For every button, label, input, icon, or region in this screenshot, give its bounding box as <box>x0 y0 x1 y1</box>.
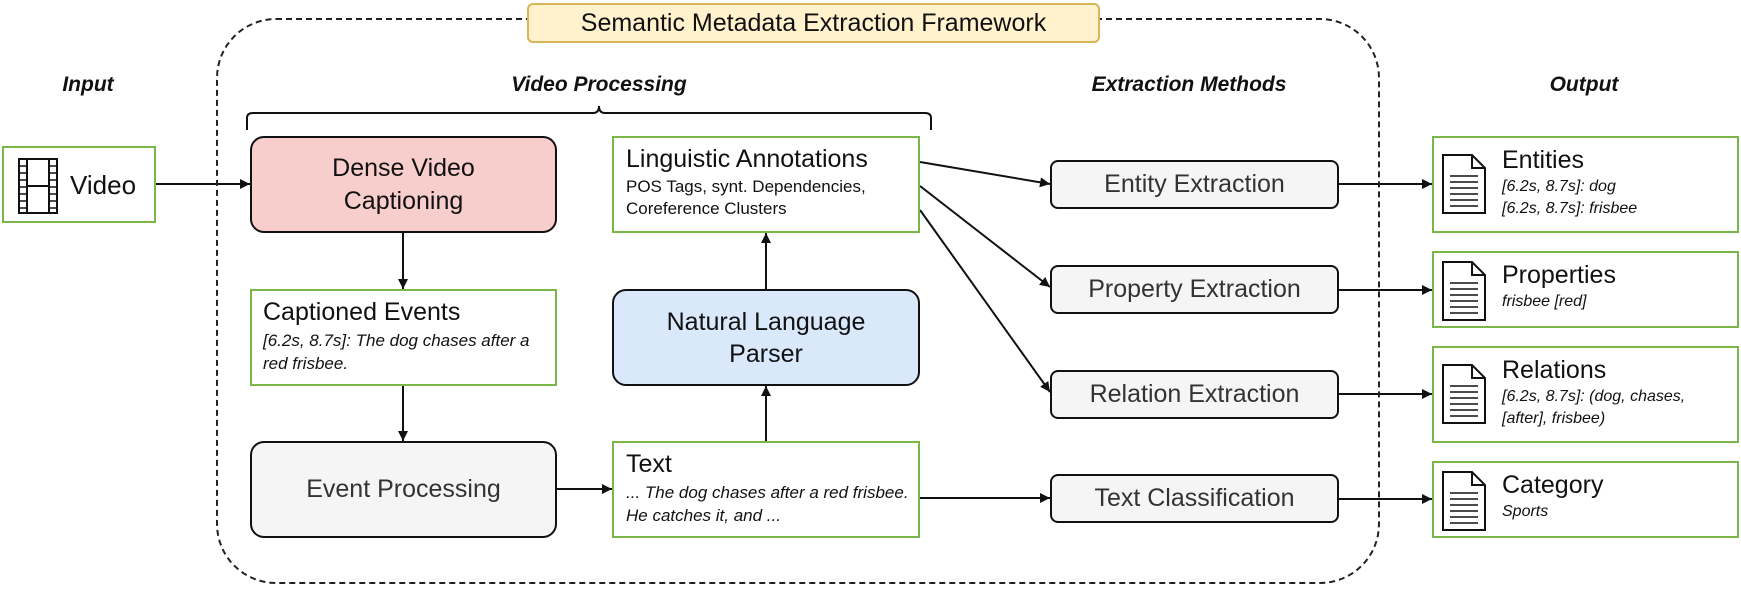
linguistic-annotations-node: Linguistic Annotations POS Tags, synt. D… <box>612 136 920 233</box>
video-input-label: Video <box>70 170 137 200</box>
output-category-node: Category Sports <box>1432 461 1739 538</box>
video-processing-brace <box>246 105 932 130</box>
captioned-events-text: [6.2s, 8.7s]: The dog chases after a red… <box>263 331 530 373</box>
document-icon <box>1442 261 1486 321</box>
output-category-title: Category <box>1502 471 1604 499</box>
dense-video-captioning-label: Dense Video Captioning <box>332 153 475 215</box>
document-icon <box>1442 471 1486 531</box>
property-extraction-node: Property Extraction <box>1050 265 1339 314</box>
linguistic-annotations-text: POS Tags, synt. Dependencies, Coreferenc… <box>626 177 866 218</box>
output-properties-line-1: frisbee [red] <box>1502 293 1587 310</box>
linguistic-annotations-title: Linguistic Annotations <box>626 145 868 173</box>
captioned-events-node: Captioned Events [6.2s, 8.7s]: The dog c… <box>250 289 557 386</box>
output-relations-title: Relations <box>1502 356 1607 384</box>
video-input-node: Video <box>2 146 156 223</box>
dense-video-captioning-node: Dense Video Captioning <box>250 136 557 233</box>
relation-extraction-label: Relation Extraction <box>1089 380 1300 408</box>
output-properties-node: Properties frisbee [red] <box>1432 251 1739 328</box>
entity-extraction-label: Entity Extraction <box>1104 170 1285 198</box>
captioned-events-title: Captioned Events <box>263 298 461 326</box>
output-entities-line-2: [6.2s, 8.7s]: frisbee <box>1502 200 1638 217</box>
relation-extraction-node: Relation Extraction <box>1050 370 1339 419</box>
framework-title-text: Semantic Metadata Extraction Framework <box>580 8 1047 37</box>
arrow-linguistic-to-property <box>919 185 1051 288</box>
natural-language-parser-label: Natural Language Parser <box>666 307 866 368</box>
arrow-linguistic-to-entity <box>919 161 1051 188</box>
event-processing-label: Event Processing <box>306 475 501 503</box>
film-icon <box>18 158 58 214</box>
framework-title: Semantic Metadata Extraction Framework <box>527 3 1100 43</box>
document-icon <box>1442 364 1486 424</box>
text-classification-node: Text Classification <box>1050 474 1339 523</box>
arrow-linguistic-to-relation <box>919 209 1051 393</box>
text-node: Text ... The dog chases after a red fris… <box>612 441 920 538</box>
document-icon <box>1442 154 1486 214</box>
text-classification-label: Text Classification <box>1094 484 1295 512</box>
entity-extraction-node: Entity Extraction <box>1050 160 1339 209</box>
output-entities-line-1: [6.2s, 8.7s]: dog <box>1502 178 1616 195</box>
output-properties-title: Properties <box>1502 261 1616 289</box>
column-heading-extraction-methods: Extraction Methods <box>1091 73 1287 96</box>
output-category-line-1: Sports <box>1502 503 1549 520</box>
event-processing-node: Event Processing <box>250 441 557 538</box>
output-relations-node: Relations [6.2s, 8.7s]: (dog, chases, [a… <box>1432 346 1739 443</box>
natural-language-parser-node: Natural Language Parser <box>612 289 920 386</box>
text-node-title: Text <box>626 450 672 478</box>
output-relations-line-1: [6.2s, 8.7s]: (dog, chases, [after], fri… <box>1502 388 1686 427</box>
column-heading-video-processing: Video Processing <box>511 73 687 96</box>
column-heading-input: Input <box>62 73 114 96</box>
column-heading-output: Output <box>1549 73 1619 96</box>
property-extraction-label: Property Extraction <box>1088 275 1301 303</box>
output-entities-node: Entities [6.2s, 8.7s]: dog [6.2s, 8.7s]:… <box>1432 136 1739 233</box>
output-entities-title: Entities <box>1502 146 1584 174</box>
text-node-text: ... The dog chases after a red frisbee. … <box>626 483 909 525</box>
